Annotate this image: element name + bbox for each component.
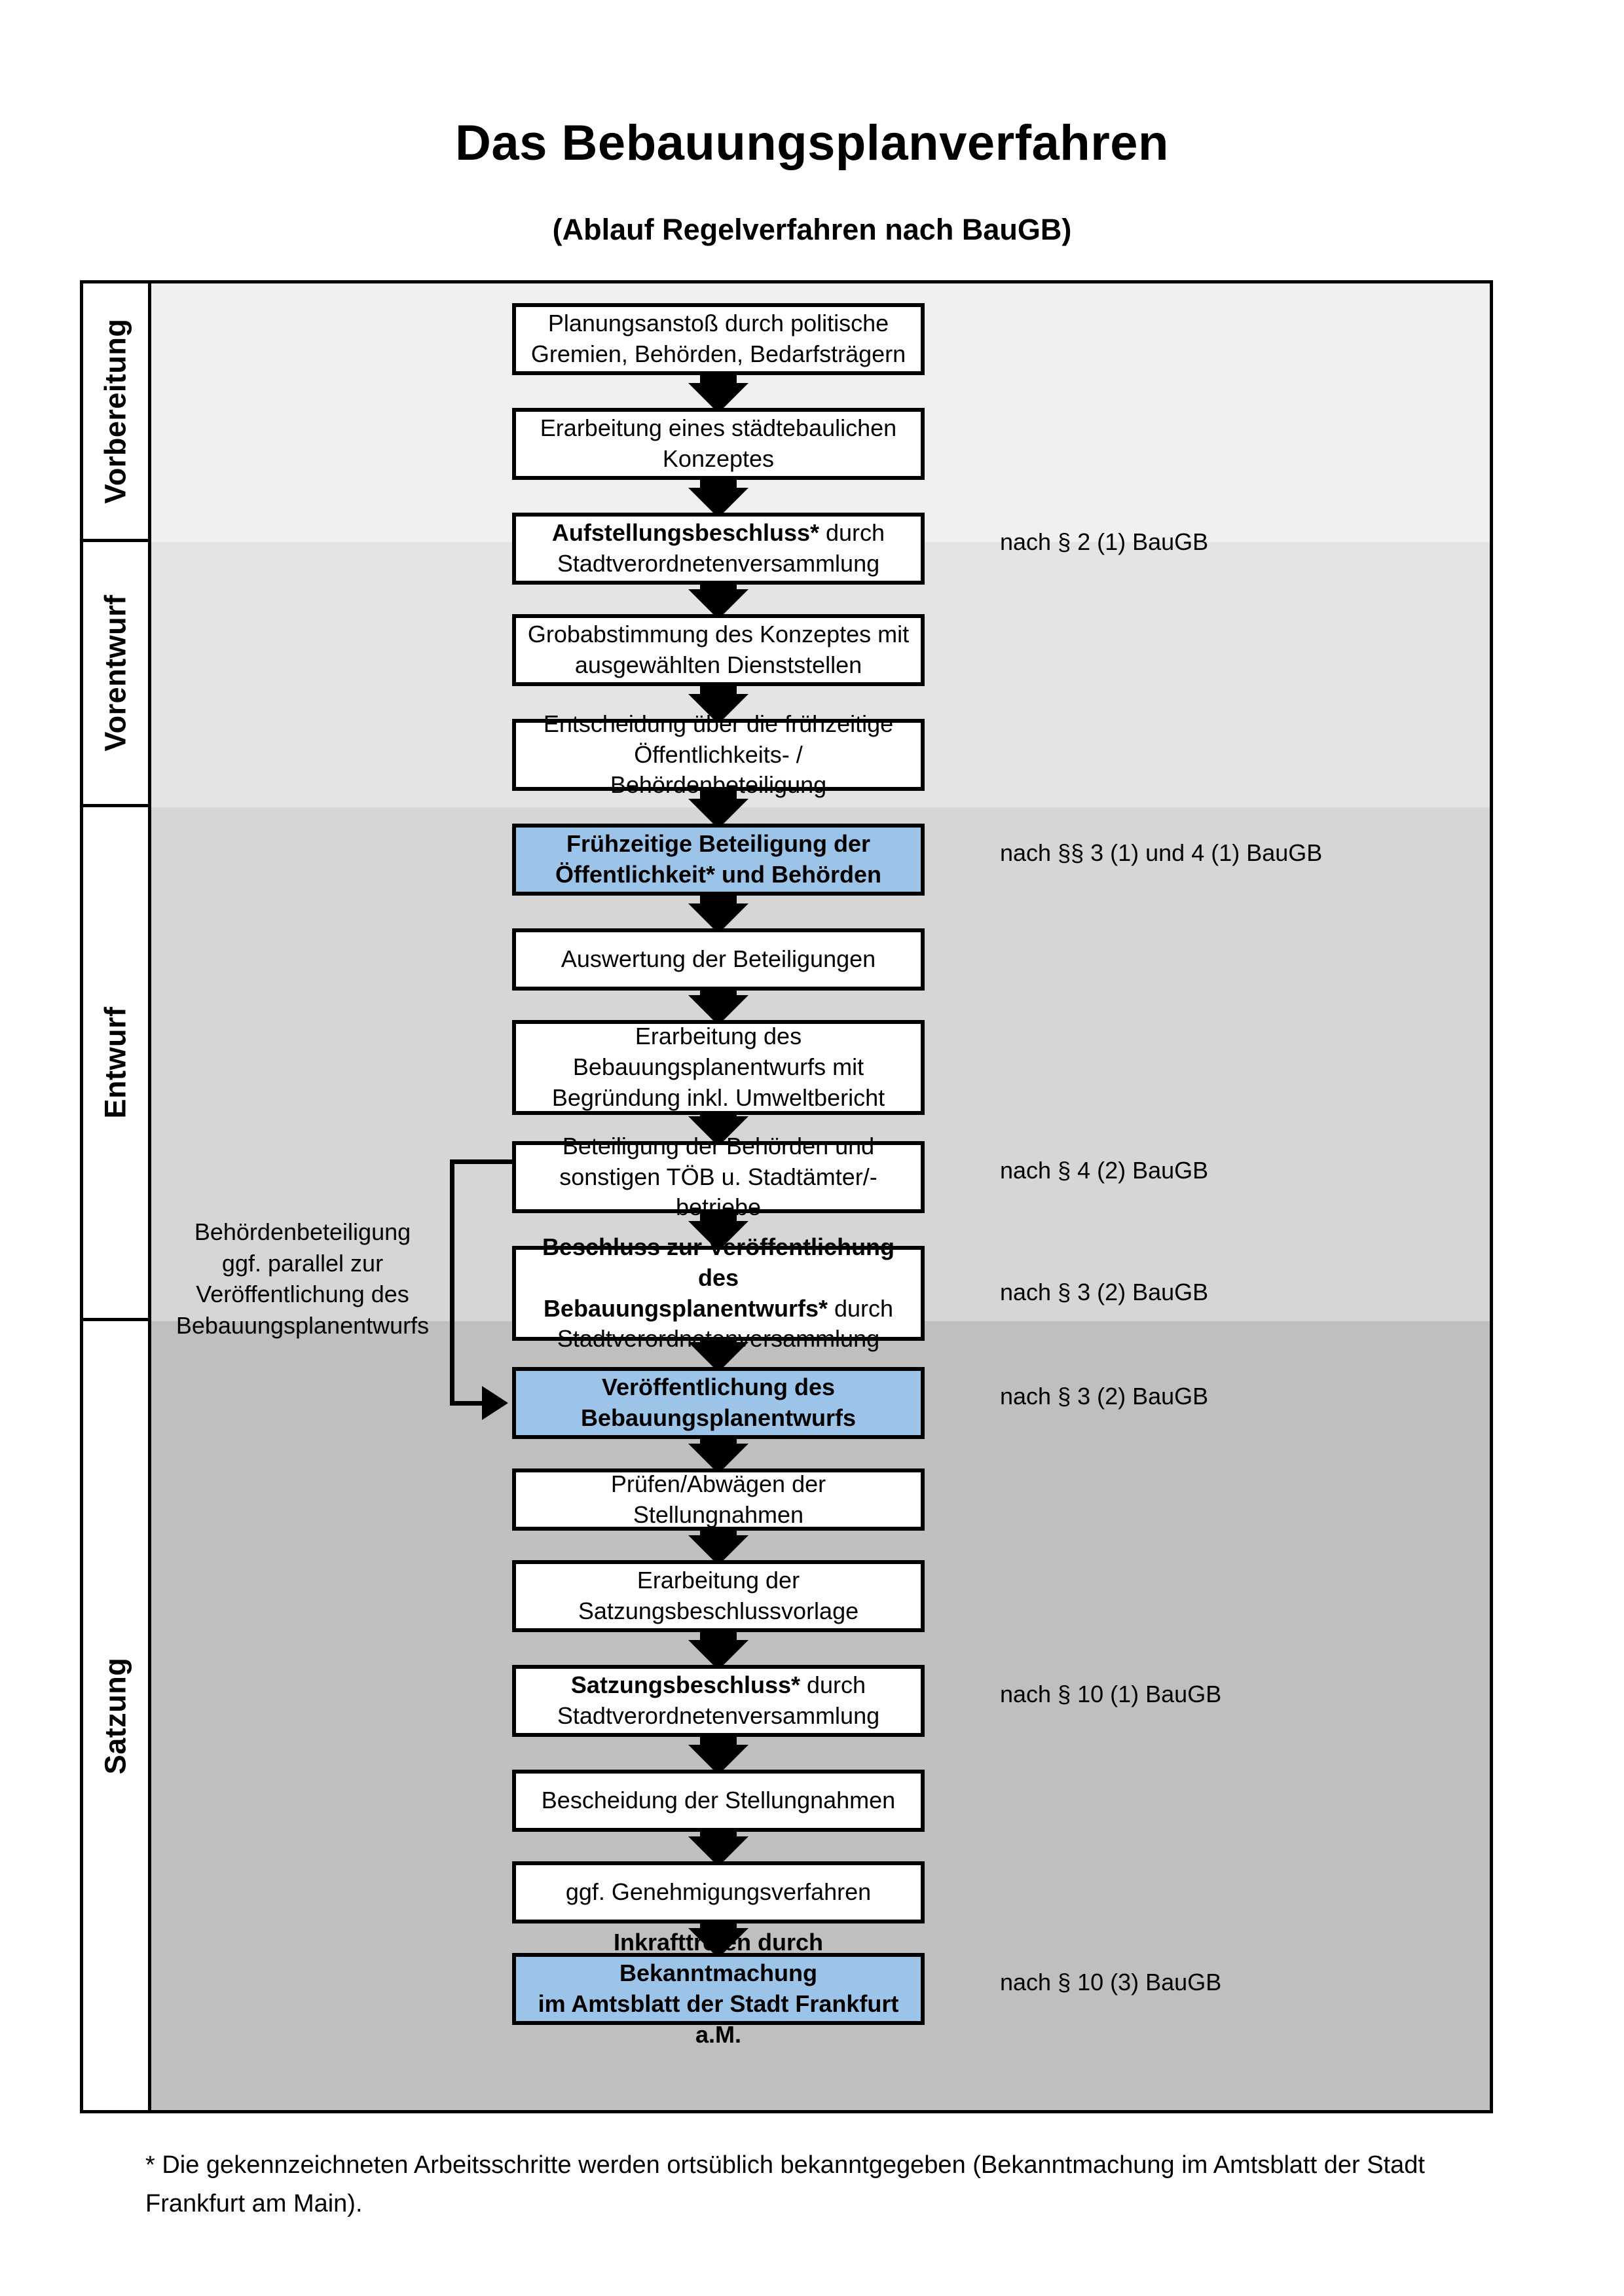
legal-reference-r1: nach § 2 (1) BauGB bbox=[1000, 528, 1209, 555]
stage-label-entwurf: Entwurf bbox=[83, 807, 148, 1321]
stage-label-satzung: Satzung bbox=[83, 1321, 148, 2110]
stage-label-vorentwurf: Vorentwurf bbox=[83, 542, 148, 807]
page-title: Das Bebauungsplanverfahren bbox=[455, 115, 1169, 171]
footnote: * Die gekennzeichneten Arbeitsschritte w… bbox=[145, 2151, 1425, 2217]
page-subtitle: (Ablauf Regelverfahren nach BauGB) bbox=[552, 213, 1072, 246]
process-step-s16: ggf. Genehmigungsverfahren bbox=[512, 1861, 925, 1923]
loopback-connector-behoerdenbeteiligung bbox=[83, 283, 1490, 2110]
legal-reference-r2: nach §§ 3 (1) und 4 (1) BauGB bbox=[1000, 839, 1323, 866]
legal-reference-r3: nach § 4 (2) BauGB bbox=[1000, 1157, 1209, 1184]
legal-reference-r6: nach § 10 (1) BauGB bbox=[1000, 1681, 1222, 1707]
legal-reference-r5: nach § 3 (2) BauGB bbox=[1000, 1383, 1209, 1410]
legal-reference-r4: nach § 3 (2) BauGB bbox=[1000, 1279, 1209, 1305]
process-step-s7: Auswertung der Beteiligungen bbox=[512, 928, 925, 991]
stage-label-vorbereitung: Vorbereitung bbox=[83, 283, 148, 542]
process-step-s12: Prüfen/Abwägen der Stellungnahmen bbox=[512, 1468, 925, 1531]
process-step-s15: Bescheidung der Stellungnahmen bbox=[512, 1770, 925, 1832]
legal-reference-r7: nach § 10 (3) BauGB bbox=[1000, 1969, 1222, 1995]
